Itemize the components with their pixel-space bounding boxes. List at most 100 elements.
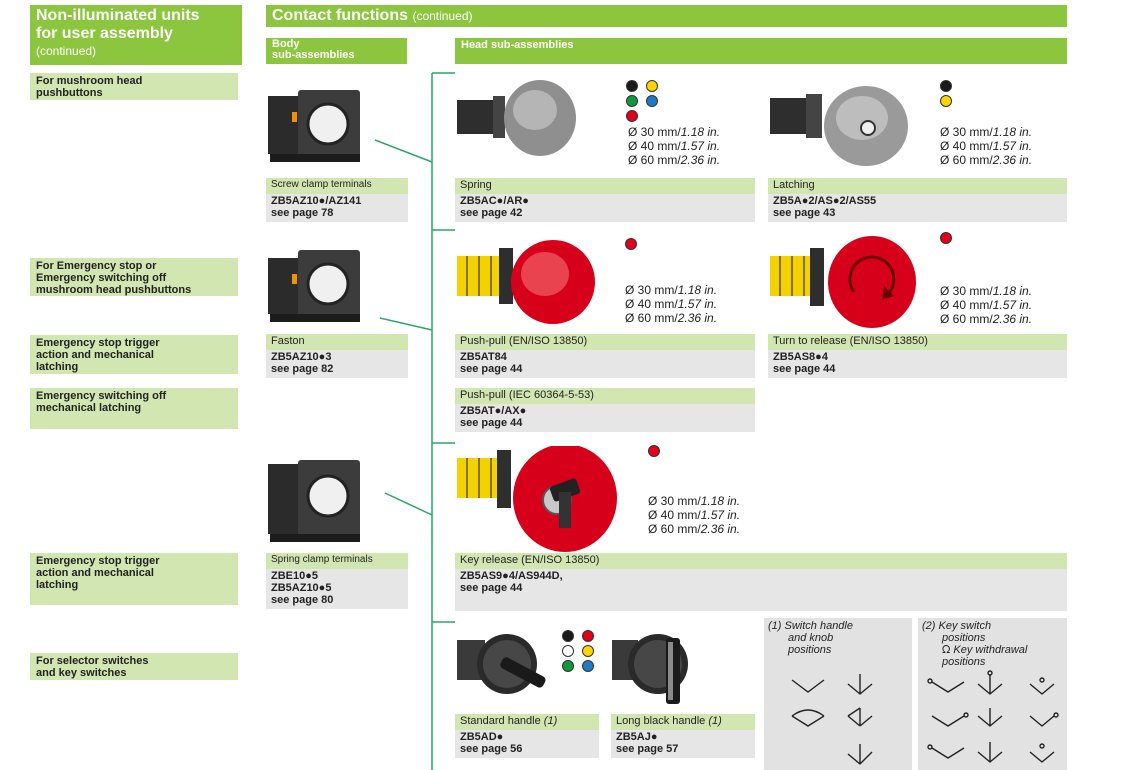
dim-40: Ø 40 mm/1.57 in.	[940, 298, 1033, 312]
caption-page-link[interactable]: see page 44	[773, 363, 836, 375]
caption-ref: ZB5AS9●4/AS944D,	[460, 570, 563, 582]
header-title: Contact functions	[272, 7, 408, 24]
color-dot-red	[625, 238, 637, 250]
caption-page-link[interactable]: see page 42	[460, 207, 523, 219]
caption-note: (1)	[708, 715, 722, 727]
dims-latching: Ø 30 mm/1.18 in. Ø 40 mm/1.57 in. Ø 60 m…	[940, 125, 1032, 167]
color-dot-yellow	[646, 80, 658, 92]
left-title-line1: Non-illuminated units	[36, 7, 200, 24]
caption-body: ZB5AC●/AR● see page 42	[455, 194, 755, 222]
caption-ref: ZB5AS8●4	[773, 351, 828, 363]
body-caption-screw: Screw clamp terminals ZB5AZ10●/AZ141 see…	[266, 178, 408, 222]
color-dot-black	[940, 80, 952, 92]
caption-body: ZB5AS9●4/AS944D, see page 44	[455, 569, 1067, 611]
body-block-icon	[268, 460, 360, 542]
caption-ref: ZB5AT●/AX●	[460, 405, 527, 417]
side-label-line: Emergency switching off	[36, 272, 167, 284]
note-line: positions	[942, 632, 986, 644]
caption-note: (1)	[543, 715, 558, 727]
caption-ref: ZB5A●2/AS●2/AS55	[773, 195, 877, 207]
color-dot-black	[626, 80, 638, 92]
selector-long-icon	[612, 634, 688, 704]
caption-title: Faston	[266, 334, 408, 350]
side-label-line: and key switches	[36, 667, 127, 679]
caption-title: Push-pull (EN/ISO 13850)	[455, 334, 755, 350]
color-dot-red	[940, 232, 952, 244]
caption-title-text: Standard handle	[460, 715, 541, 727]
head-caption-turn: Turn to release (EN/ISO 13850) ZB5AS8●4 …	[768, 334, 1067, 378]
dim-40: Ø 40 mm/1.57 in.	[648, 508, 741, 522]
caption-page-link[interactable]: see page 82	[271, 363, 334, 375]
side-label-line: Emergency stop trigger	[36, 555, 160, 567]
note-line: positions	[942, 656, 986, 668]
dim-60: Ø 60 mm/2.36 in.	[628, 153, 721, 167]
dim-40: Ø 40 mm/1.57 in.	[628, 139, 721, 153]
left-title-box: Non-illuminated units for user assembly …	[30, 5, 242, 65]
body-caption-spring: Spring clamp terminals ZBE10●5 ZB5AZ10●5…	[266, 553, 408, 609]
head-caption-pushpull: Push-pull (EN/ISO 13850) ZB5AT84 see pag…	[455, 334, 755, 378]
caption-body: ZB5A●2/AS●2/AS55 see page 43	[768, 194, 1067, 222]
caption-title: Spring	[455, 178, 755, 194]
caption-page-link[interactable]: see page 44	[460, 417, 523, 429]
note-line: (1) Switch handle	[768, 620, 853, 632]
caption-ref: ZB5AJ●	[616, 731, 658, 743]
caption-body: ZB5AJ● see page 57	[611, 730, 755, 758]
caption-page-link[interactable]: see page 44	[460, 363, 523, 375]
head-header-label: Head sub-assemblies	[461, 39, 574, 51]
body-header-line1: Body	[272, 38, 300, 50]
key-position-symbols	[927, 670, 1059, 763]
note-line: and knob	[788, 632, 834, 644]
body-block-icon	[268, 90, 360, 162]
side-label-emergency: For Emergency stop or Emergency switchin…	[30, 258, 238, 296]
head-caption-longblack: Long black handle (1) ZB5AJ● see page 57	[611, 714, 755, 758]
note-switch-positions: (1) Switch handle and knob positions	[768, 620, 853, 656]
key-symbol-icon: ᘯ	[942, 644, 954, 656]
side-label-line: mushroom head pushbuttons	[36, 284, 192, 296]
color-dot-yellow	[582, 645, 594, 657]
note-line: ᘯ Key withdrawal	[942, 644, 1028, 656]
dim-60: Ø 60 mm/2.36 in.	[648, 522, 741, 536]
caption-page-link[interactable]: see page 43	[773, 207, 836, 219]
caption-page-link[interactable]: see page 44	[460, 582, 523, 594]
mushroom-latching-icon	[770, 86, 908, 166]
head-caption-pushpull-iec: Push-pull (IEC 60364-5-53) ZB5AT●/AX● se…	[455, 388, 755, 432]
color-dot-green	[626, 95, 638, 107]
caption-title: Long black handle (1)	[611, 714, 755, 730]
caption-page-link[interactable]: see page 80	[271, 594, 334, 606]
caption-title-text: Long black handle	[616, 715, 706, 727]
caption-page-link[interactable]: see page 56	[460, 743, 523, 755]
caption-body: ZB5AZ10●3 see page 82	[266, 350, 408, 378]
mushroom-red-icon	[457, 240, 595, 324]
color-dot-yellow	[940, 95, 952, 107]
selector-standard-icon	[457, 634, 546, 694]
caption-ref: ZB5AC●/AR●	[460, 195, 529, 207]
caption-page-link[interactable]: see page 57	[616, 743, 679, 755]
head-caption-standard: Standard handle (1) ZB5AD● see page 56	[455, 714, 599, 758]
caption-title: Latching	[768, 178, 1067, 194]
left-title-line2: for user assembly	[36, 25, 173, 42]
mushroom-grey-icon	[457, 80, 576, 156]
side-label-line: For Emergency stop or	[36, 260, 157, 272]
head-caption-key: Key release (EN/ISO 13850) ZB5AS9●4/AS94…	[455, 553, 1067, 611]
caption-title: Standard handle (1)	[455, 714, 599, 730]
caption-body: ZB5AS8●4 see page 44	[768, 350, 1067, 378]
body-caption-faston: Faston ZB5AZ10●3 see page 82	[266, 334, 408, 378]
color-dot-red	[626, 110, 638, 122]
side-label-switching-off: Emergency switching off mechanical latch…	[30, 388, 238, 429]
dim-30: Ø 30 mm/1.18 in.	[648, 494, 741, 508]
note-line: (2) Key switch	[922, 620, 992, 632]
caption-body: ZB5AT84 see page 44	[455, 350, 755, 378]
caption-title: Key release (EN/ISO 13850)	[455, 553, 1067, 569]
dim-60: Ø 60 mm/2.36 in.	[625, 311, 718, 325]
dim-60: Ø 60 mm/2.36 in.	[940, 312, 1033, 326]
dim-40: Ø 40 mm/1.57 in.	[625, 297, 718, 311]
side-label-line: For mushroom head	[36, 75, 143, 87]
caption-title: Screw clamp terminals	[266, 178, 408, 194]
color-dot-red	[582, 630, 594, 642]
body-subassemblies-header: Body sub-assemblies	[266, 38, 407, 64]
dim-40: Ø 40 mm/1.57 in.	[940, 139, 1033, 153]
color-dot-red	[648, 445, 660, 457]
side-label-trigger1: Emergency stop trigger action and mechan…	[30, 335, 238, 374]
caption-page-link[interactable]: see page 78	[271, 207, 334, 219]
